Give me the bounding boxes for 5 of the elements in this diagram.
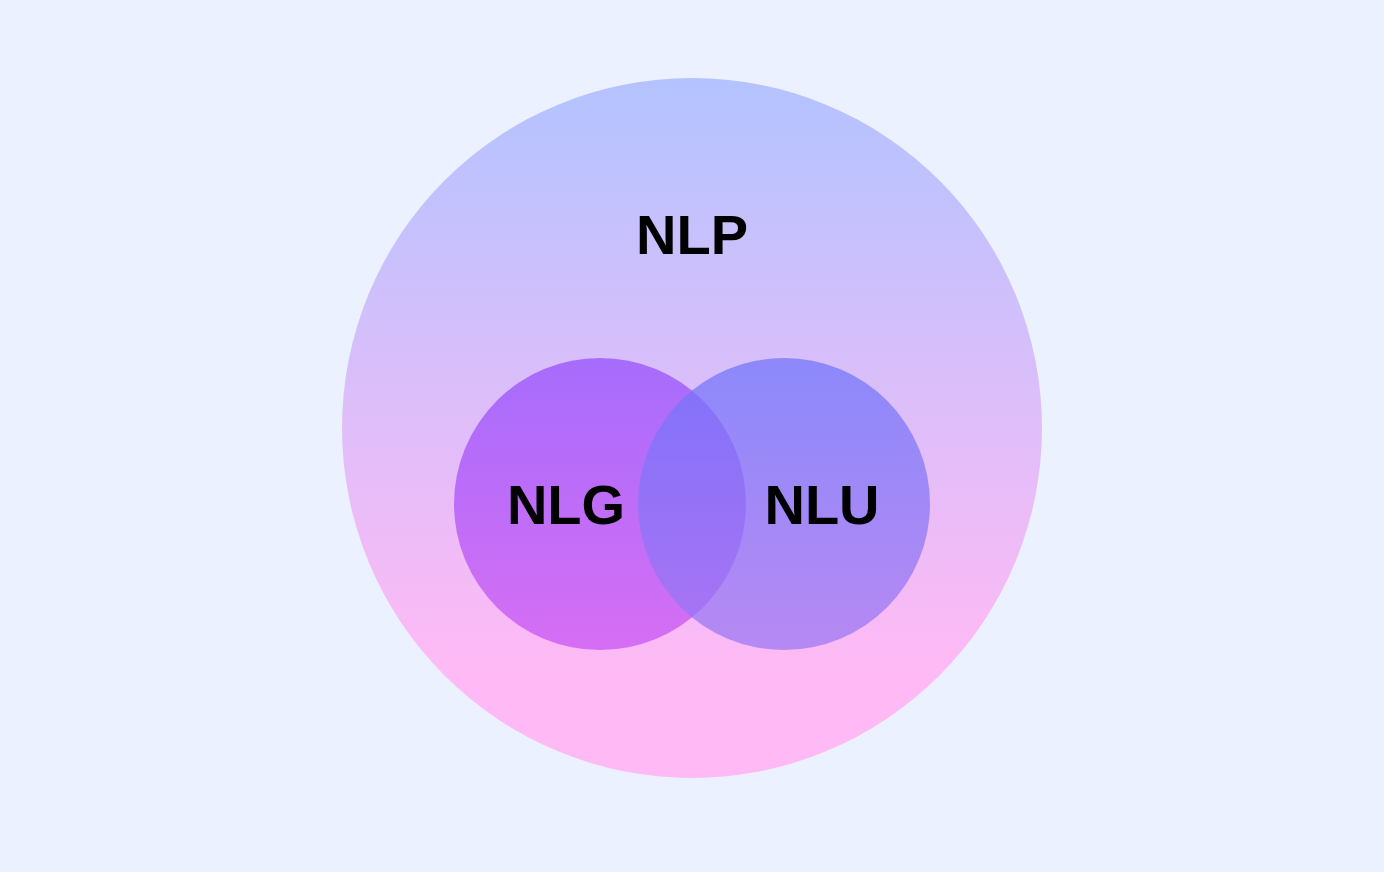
venn-circle — [342, 78, 1042, 778]
circle-label: NLG — [506, 475, 626, 535]
circle-label: NLP — [636, 205, 748, 265]
venn-circle — [638, 358, 930, 650]
circle-label: NLU — [764, 475, 880, 535]
